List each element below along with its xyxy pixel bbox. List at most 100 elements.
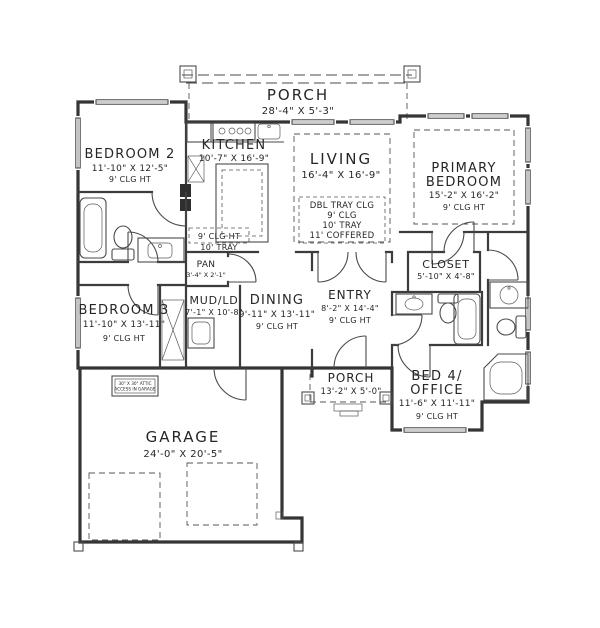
- kitchen-counter: [186, 122, 284, 143]
- garage-post-icon: [275, 511, 284, 520]
- vanity-sink-icon: [489, 281, 529, 309]
- porch-top-dim: 28'-4" X 5'-3": [262, 106, 335, 117]
- porch-steps: [333, 403, 363, 412]
- living-note1: DBL TRAY CLG: [310, 201, 374, 211]
- vanity-sink-icon: [137, 237, 185, 263]
- toilet-icon: [496, 315, 527, 339]
- washer-icon: [187, 317, 215, 349]
- attic-note-line1: 30" X 30" ATTIC: [118, 381, 151, 386]
- living-label: LIVING: [310, 150, 372, 168]
- toilet-icon: [111, 225, 135, 261]
- bedroom3-label: BEDROOM 3: [78, 303, 169, 318]
- porch-post-icon: [407, 69, 417, 79]
- living-note2: 9' CLG: [327, 211, 357, 221]
- bed4-label-line2: OFFICE: [410, 383, 464, 398]
- linen-cabinet-icon: [187, 155, 205, 183]
- kitchen-ceiling-note-box: [188, 227, 250, 244]
- bedroom3-dim: 11'-10" X 13'-11": [83, 320, 166, 330]
- primary-tray-outline: [413, 129, 515, 225]
- garage-parking-outline: [186, 462, 258, 526]
- kitchen-island: [215, 163, 269, 243]
- window: [74, 116, 82, 170]
- attic-note-line2: ACCESS IN GARAGE: [114, 387, 156, 392]
- window: [426, 112, 466, 120]
- entry-clg: 9' CLG HT: [329, 316, 371, 325]
- living-ceiling-note-box: [298, 196, 386, 244]
- porch-post-icon: [301, 391, 315, 405]
- door-leaf-lines: [127, 192, 518, 400]
- bed4-dim: 11'-6" X 11'-11": [399, 399, 476, 409]
- bathtub-icon: [79, 197, 107, 259]
- living-note4: 11' COFFERED: [309, 231, 374, 241]
- bed4-label-line1: BED 4/: [411, 369, 462, 384]
- window: [74, 296, 82, 350]
- porch-post-icon: [304, 394, 312, 402]
- entry-dim: 8'-2" X 14'-4": [321, 304, 379, 313]
- corner-tub-icon: [483, 353, 529, 401]
- window: [94, 98, 170, 106]
- closet-dim: 5'-10" X 4'-8": [417, 272, 475, 281]
- porch-post-icon: [403, 65, 421, 83]
- kitchen-clg-note1: 9' CLG HT: [198, 232, 240, 241]
- closet-shelves-icon: [161, 299, 185, 361]
- primary-label-line2: BEDROOM: [426, 175, 502, 190]
- primary-dim: 15'-2" X 16'-2": [429, 191, 499, 201]
- range-cooktop-icon: [212, 122, 256, 141]
- garage-post-icon: [293, 541, 304, 552]
- wall-oven-icon: [180, 184, 191, 197]
- toilet-icon: [437, 293, 459, 324]
- bedroom2-label: BEDROOM 2: [84, 147, 175, 162]
- living-dim: 16'-4" X 16'-9": [301, 170, 380, 181]
- kitchen-label: KITCHEN: [202, 138, 267, 153]
- porch-bottom: [301, 374, 393, 417]
- pantry-dim: 3'-4" X 2'-1": [186, 271, 225, 279]
- closet-label: CLOSET: [422, 258, 470, 271]
- porch-bottom-dim: 13'-2" X 5'-0": [320, 387, 381, 397]
- fixtures: [79, 122, 529, 401]
- bedroom2-clg: 9' CLG HT: [109, 175, 151, 184]
- bedroom3-clg: 9' CLG HT: [103, 334, 145, 343]
- kitchen-dim: 10'-7" X 16'-9": [199, 154, 269, 164]
- attic-access-note: 30" X 30" ATTIC ACCESS IN GARAGE: [111, 375, 159, 397]
- garage-label: GARAGE: [146, 428, 221, 446]
- garage-parking-outline: [88, 472, 161, 541]
- porch-top-label: PORCH: [267, 86, 329, 104]
- door-swing-arcs: [127, 191, 519, 401]
- garage-post-icon: [73, 541, 84, 552]
- porch-post-icon: [379, 391, 393, 405]
- porch-post-icon: [382, 394, 390, 402]
- primary-label-line1: PRIMARY: [431, 161, 496, 176]
- dining-clg: 9' CLG HT: [256, 322, 298, 331]
- primary-clg: 9' CLG HT: [443, 203, 485, 212]
- porch-steps: [339, 410, 359, 417]
- bed4-clg: 9' CLG HT: [416, 412, 458, 421]
- window: [524, 168, 532, 206]
- garage-dim: 24'-0" X 20'-5": [143, 449, 222, 460]
- ceiling-trays: [188, 129, 515, 244]
- porch-bottom-label: PORCH: [328, 371, 375, 385]
- garage-details: 30" X 30" ATTIC ACCESS IN GARAGE: [73, 375, 304, 552]
- living-tray-outline: [293, 133, 391, 243]
- bathtub-icon: [453, 293, 481, 345]
- room-labels: PORCH 28'-4" X 5'-3" BEDROOM 2 11'-10" X…: [78, 86, 502, 460]
- bedroom2-dim: 11'-10" X 12'-5": [92, 164, 169, 174]
- kitchen-clg-note2: 10' TRAY: [200, 243, 237, 252]
- mud-dim: 7'-1" X 10'-8": [185, 308, 243, 317]
- window: [348, 118, 396, 126]
- window: [290, 118, 336, 126]
- doors: [127, 191, 519, 401]
- window: [470, 112, 510, 120]
- pantry-label: PAN: [197, 260, 216, 270]
- vanity-sink-icon: [395, 293, 433, 315]
- kitchen-sink-icon: [257, 123, 281, 140]
- window: [524, 126, 532, 164]
- entry-label: ENTRY: [328, 288, 372, 302]
- mud-label: MUD/LD: [189, 294, 238, 307]
- porch-post-icon: [183, 69, 193, 79]
- window: [402, 426, 468, 434]
- dining-label: DINING: [250, 293, 304, 308]
- porch-post-icon: [179, 65, 197, 83]
- dining-dim: 9'-11" X 13'-11": [239, 310, 316, 320]
- porch-top: [179, 65, 421, 120]
